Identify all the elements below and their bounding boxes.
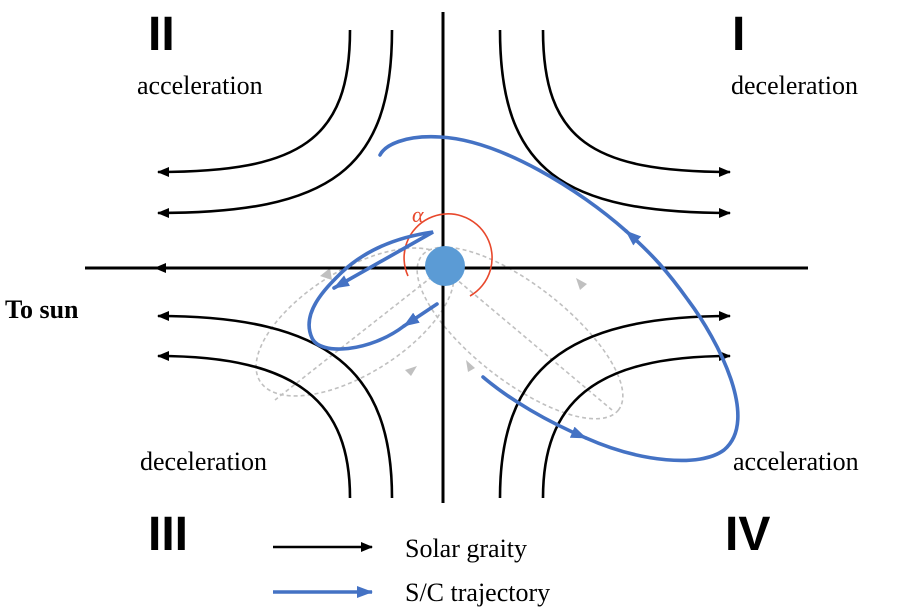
quadrant-label-i: deceleration — [731, 71, 858, 100]
gravity-line-q2-inner — [157, 29, 394, 218]
quadrant-numeral-iii: III — [148, 508, 188, 561]
quadrant-label-iii: deceleration — [140, 447, 267, 476]
gravity-line-q4-outer — [541, 351, 731, 499]
gravity-line-q4-inner — [498, 311, 731, 499]
legend-trajectory-label: S/C trajectory — [405, 578, 550, 607]
trajectory-segment-outer-c — [378, 134, 628, 233]
ghost-arrow-1 — [320, 268, 332, 280]
ghost-orbit-arrows — [320, 268, 587, 376]
legend: Solar graity S/C trajectory — [273, 534, 550, 607]
gravity-line-q2-outer — [157, 29, 352, 177]
legend-gravity-label: Solar graity — [405, 534, 527, 563]
ghost-arrow-4 — [466, 360, 475, 372]
spacecraft-trajectory — [307, 134, 740, 463]
gravity-line-q3-outer — [157, 351, 352, 499]
trajectory-segment-outer-a — [481, 375, 588, 440]
quadrant-label-ii: acceleration — [137, 71, 263, 100]
quadrant-label-iv: acceleration — [733, 447, 859, 476]
trajectory-segment-outer-b — [584, 229, 740, 463]
trajectory-segment-inner-start — [402, 302, 439, 328]
central-body — [425, 246, 465, 286]
gravity-line-q3-inner — [157, 311, 394, 499]
gravity-line-q1-outer — [541, 29, 731, 177]
gravity-field-lines — [157, 29, 731, 499]
quadrant-numeral-i: I — [732, 8, 745, 61]
ghost-orbit-right — [416, 246, 624, 420]
ghost-arrow-3 — [576, 278, 587, 290]
ghost-radius-right — [442, 267, 613, 411]
gravity-line-q1-inner — [498, 29, 731, 218]
angle-symbol: α — [412, 202, 424, 227]
to-sun-label: To sun — [5, 295, 79, 324]
quadrant-numeral-ii: II — [148, 8, 175, 61]
ghost-arrow-2 — [405, 366, 417, 376]
quadrant-numeral-iv: IV — [725, 508, 770, 561]
ghost-radius-left — [274, 267, 444, 401]
trajectory-segment-inner-loop — [307, 230, 434, 351]
